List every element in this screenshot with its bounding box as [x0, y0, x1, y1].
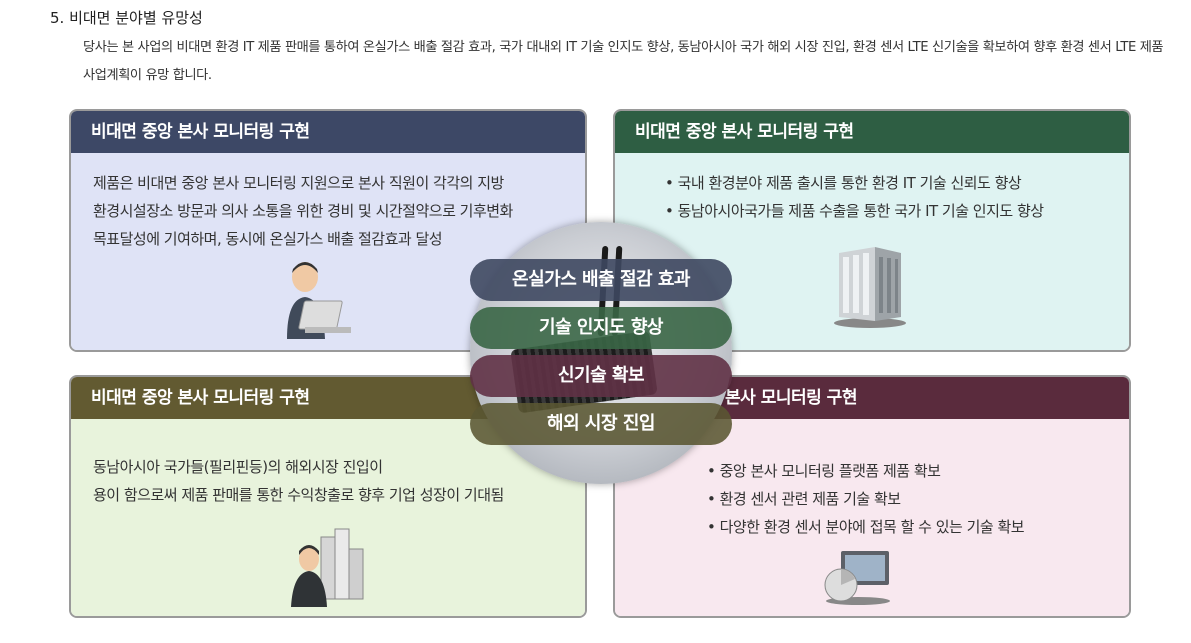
- text-line: 용이 함으로써 제품 판매를 통한 수익창출로 향후 기업 성장이 기대됨: [93, 486, 504, 504]
- section-heading: 5. 비대면 분야별 유망성: [50, 9, 203, 27]
- office-building-icon: [834, 247, 906, 328]
- text-line: 제품은 비대면 중앙 본사 모니터링 지원으로 본사 직원이 각각의 지방: [93, 174, 504, 192]
- box-title: 비대면 중앙 본사 모니터링 구현: [615, 111, 1129, 153]
- pill-awareness: 기술 인지도 향상: [470, 307, 732, 349]
- text-line: 환경시설장소 방문과 의사 소통을 위한 경비 및 시간절약으로 기후변화: [93, 202, 513, 220]
- pill-new-tech: 신기술 확보: [470, 355, 732, 397]
- box-body: 중앙 본사 모니터링 플랫폼 제품 확보 환경 센서 관련 제품 기술 확보 다…: [615, 419, 1129, 616]
- list-item: 다양한 환경 센서 분야에 접목 할 수 있는 기술 확보: [707, 513, 1025, 541]
- person-laptop-icon: [287, 262, 351, 339]
- bullet-list: 국내 환경분야 제품 출시를 통한 환경 IT 기술 신뢰도 향상 동남아시아국…: [665, 169, 1044, 225]
- monitor-chart-icon: [824, 551, 890, 605]
- text-line: 동남아시아 국가들(필리핀등)의 해외시장 진입이: [93, 458, 383, 476]
- box-title: 비대면 중앙 본사 모니터링 구현: [71, 111, 585, 153]
- list-item: 동남아시아국가들 제품 수출을 통한 국가 IT 기술 인지도 향상: [665, 197, 1044, 225]
- list-item: 중앙 본사 모니터링 플랫폼 제품 확보: [707, 457, 1024, 485]
- box-text: 동남아시아 국가들(필리핀등)의 해외시장 진입이 용이 함으로써 제품 판매를…: [93, 453, 504, 509]
- box-text: 제품은 비대면 중앙 본사 모니터링 지원으로 본사 직원이 각각의 지방 환경…: [93, 169, 563, 253]
- box-body: 동남아시아 국가들(필리핀등)의 해외시장 진입이 용이 함으로써 제품 판매를…: [71, 419, 585, 616]
- pill-overseas: 해외 시장 진입: [470, 403, 732, 445]
- bullet-list: 중앙 본사 모니터링 플랫폼 제품 확보 환경 센서 관련 제품 기술 확보 다…: [707, 457, 1025, 541]
- list-item: 국내 환경분야 제품 출시를 통한 환경 IT 기술 신뢰도 향상: [665, 169, 1044, 197]
- box-top-right: 비대면 중앙 본사 모니터링 구현 국내 환경분야 제품 출시를 통한 환경 I…: [613, 109, 1131, 352]
- list-item: 환경 센서 관련 제품 기술 확보: [707, 485, 1024, 513]
- section-intro: 당사는 본 사업의 비대면 환경 IT 제품 판매를 통하여 온실가스 배출 절…: [83, 40, 1164, 83]
- text-line: 목표달성에 기여하며, 동시에 온실가스 배출 절감효과 달성: [93, 230, 443, 248]
- businessman-buildings-icon: [291, 528, 364, 607]
- pill-emission: 온실가스 배출 절감 효과: [470, 259, 732, 301]
